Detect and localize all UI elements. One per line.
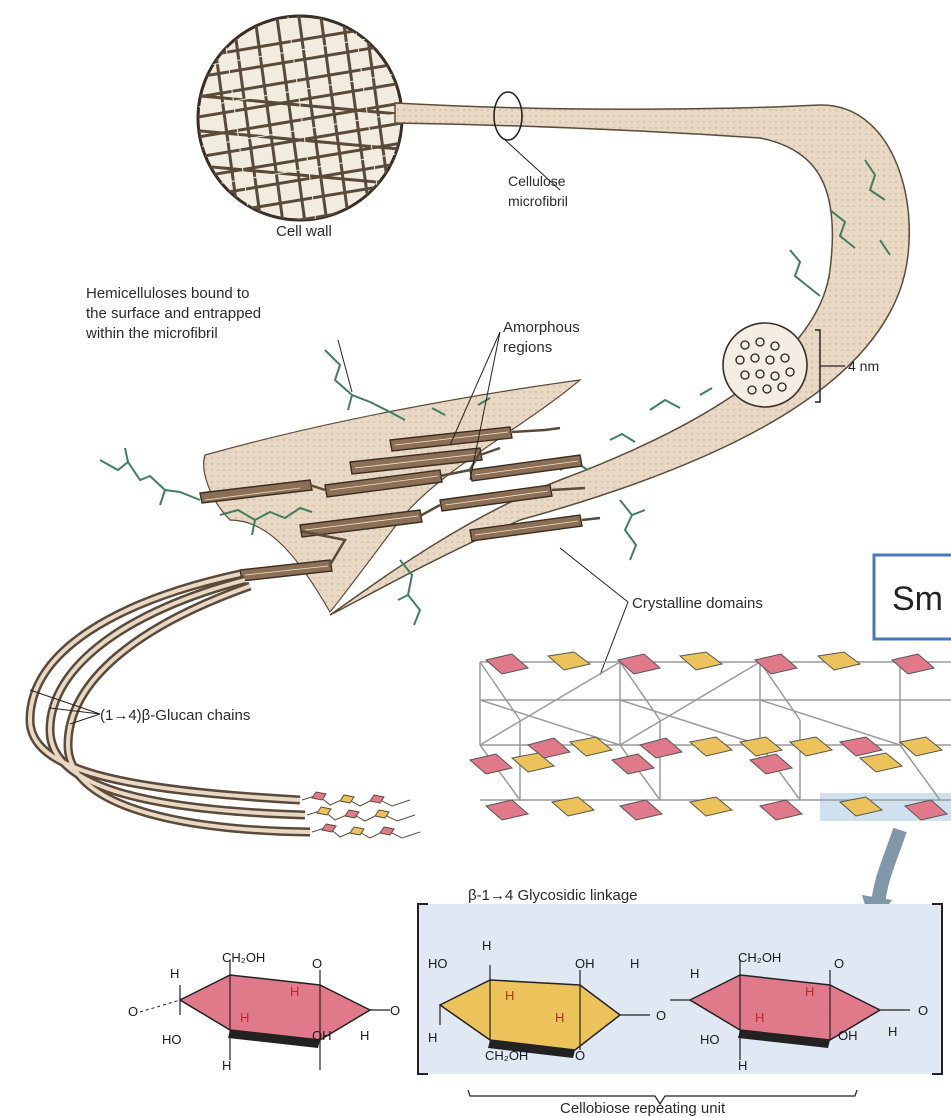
- label-linkage: β-1→4 Glycosidic linkage: [468, 887, 638, 904]
- atom-ch2oh: CH₂OH: [485, 1048, 528, 1063]
- label-amorphous-line1: Amorphous: [503, 319, 580, 336]
- label-repeat-unit: Cellobiose repeating unit: [560, 1100, 726, 1117]
- atom-o: O: [834, 956, 844, 971]
- callout-text: Sm: [892, 580, 943, 618]
- atom-oh: OH: [838, 1028, 858, 1043]
- atom-h: H: [482, 938, 491, 953]
- atom-o: O: [390, 1003, 400, 1018]
- atom-o: O: [918, 1003, 928, 1018]
- label-crystalline: Crystalline domains: [632, 595, 763, 612]
- atom-h: H: [738, 1058, 747, 1073]
- atom-o: O: [312, 956, 322, 971]
- cell-wall-mesh: [180, 10, 420, 240]
- atom-h: H: [360, 1028, 369, 1043]
- atom-h: H: [290, 984, 299, 999]
- label-hemi-line1: Hemicelluloses bound to: [86, 285, 249, 302]
- atom-h: H: [170, 966, 179, 981]
- label-cellulose-line2: microfibril: [508, 193, 568, 209]
- atom-h: H: [630, 956, 639, 971]
- crystal-lattice: [470, 652, 951, 821]
- atom-oh: OH: [575, 956, 595, 971]
- atom-h: H: [805, 984, 814, 999]
- atom-ch2oh: CH₂OH: [738, 950, 781, 965]
- atom-o: O: [575, 1048, 585, 1063]
- atom-ho: HO: [162, 1032, 182, 1047]
- atom-ho: HO: [428, 956, 448, 971]
- atom-h: H: [555, 1010, 564, 1025]
- label-diameter: 4 nm: [848, 358, 879, 374]
- label-hemi-line2: the surface and entrapped: [86, 305, 261, 322]
- label-cell-wall: Cell wall: [276, 223, 332, 240]
- atom-h: H: [755, 1010, 764, 1025]
- callout-box: Sm: [874, 555, 951, 639]
- atom-ch2oh: CH₂OH: [222, 950, 265, 965]
- atom-h: H: [690, 966, 699, 981]
- label-amorphous-line2: regions: [503, 339, 552, 356]
- atom-h: H: [428, 1030, 437, 1045]
- atom-h: H: [240, 1010, 249, 1025]
- atom-ho: HO: [700, 1032, 720, 1047]
- label-hemi-line3: within the microfibril: [85, 325, 218, 342]
- label-glucan: (1→4)β-Glucan chains: [100, 707, 250, 724]
- atom-o: O: [656, 1008, 666, 1023]
- label-cellulose-line1: Cellulose: [508, 173, 566, 189]
- atom-h: H: [888, 1024, 897, 1039]
- atom-h: H: [505, 988, 514, 1003]
- atom-oh: OH: [312, 1028, 332, 1043]
- atom-o: O: [128, 1004, 138, 1019]
- atom-h: H: [222, 1058, 231, 1073]
